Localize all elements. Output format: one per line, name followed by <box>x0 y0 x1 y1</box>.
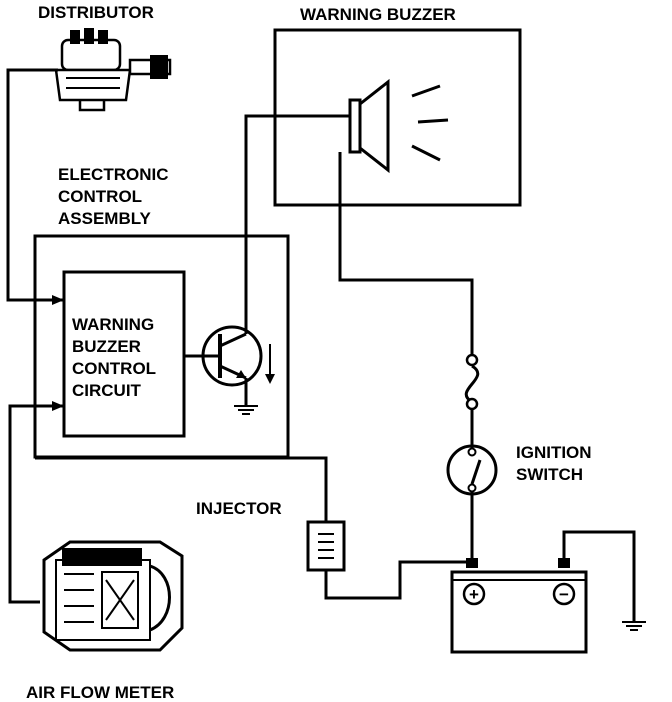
injector-icon <box>306 520 346 572</box>
ground-icon <box>622 621 646 631</box>
battery-positive-symbol: + <box>469 585 479 604</box>
injector-label: INJECTOR <box>196 499 282 518</box>
circuit-label-line3: CONTROL <box>72 359 156 378</box>
ecu-label-line1: ELECTRONIC <box>58 165 169 184</box>
ground-icon <box>234 405 258 415</box>
transistor-icon <box>184 318 275 405</box>
speaker-icon <box>348 78 449 174</box>
air-flow-meter-wire <box>8 404 64 604</box>
warning-buzzer-label: WARNING BUZZER <box>300 5 456 24</box>
ignition-label-line2: SWITCH <box>516 465 583 484</box>
injector-wire <box>35 456 328 522</box>
fuse-icon <box>464 353 480 411</box>
switch-icon <box>446 444 498 496</box>
battery-ground-wire <box>562 530 636 622</box>
air-flow-meter-label: AIR FLOW METER <box>26 683 174 702</box>
circuit-label-line1: WARNING <box>72 315 154 334</box>
distributor-label: DISTRIBUTOR <box>38 3 154 22</box>
buzzer-drive-wire <box>244 114 350 318</box>
distributor-wire <box>6 68 64 302</box>
buzzer-supply-wire <box>338 152 474 360</box>
distributor-icon <box>54 28 172 112</box>
ecu-label-line3: ASSEMBLY <box>58 209 152 228</box>
warning-buzzer-control-circuit-box <box>62 270 186 438</box>
air-flow-meter-icon <box>42 540 184 652</box>
battery-negative-symbol: − <box>559 585 569 604</box>
ecu-label-line2: CONTROL <box>58 187 142 206</box>
ignition-label-line1: IGNITION <box>516 443 592 462</box>
circuit-label-line4: CIRCUIT <box>72 381 142 400</box>
circuit-label-line2: BUZZER <box>72 337 141 356</box>
battery-icon: + − <box>450 558 588 654</box>
injector-return-wire <box>324 560 472 600</box>
